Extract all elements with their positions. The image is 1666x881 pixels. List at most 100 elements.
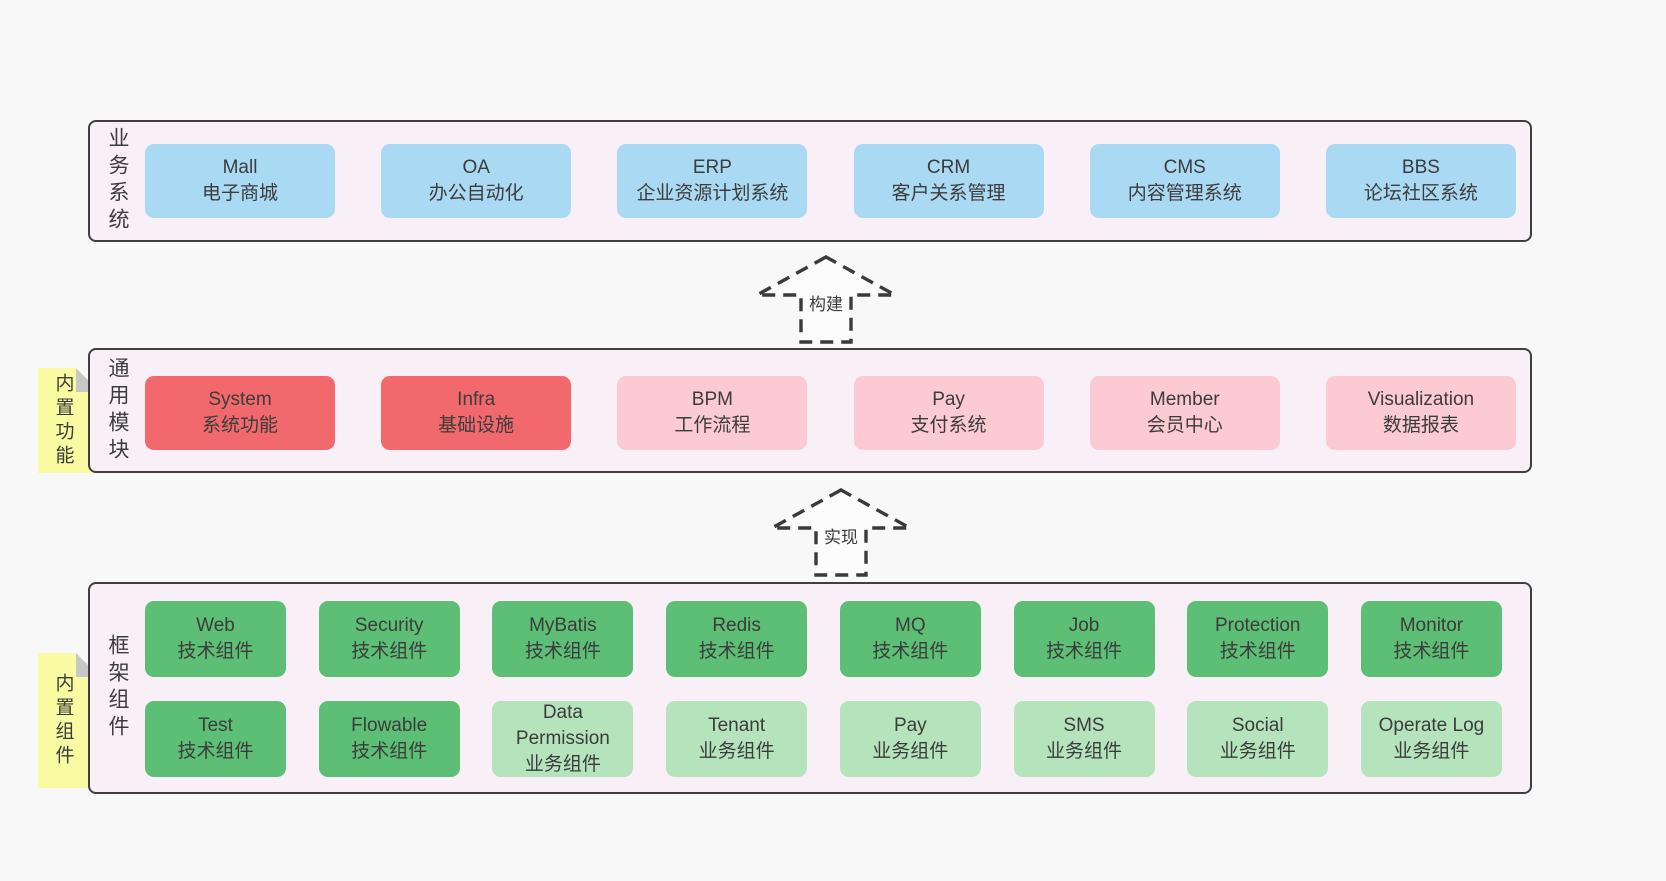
box-subtitle: 企业资源计划系统 <box>636 183 789 204</box>
panel-side-label: 通用模块 <box>106 356 129 465</box>
box-title: Pay <box>932 388 965 410</box>
box-subtitle: 技术组件 <box>177 741 254 762</box>
panel-side-label: 框架组件 <box>106 634 129 742</box>
business-box-row: Mall 电子商城 OA 办公自动化 ERP 企业资源计划系统 CRM 客户关系… <box>145 144 1516 218</box>
box-title: Pay <box>893 714 927 736</box>
box-subtitle: 技术组件 <box>351 641 428 662</box>
box-subtitle: 内容管理系统 <box>1127 183 1242 204</box>
box-erp: ERP 企业资源计划系统 <box>617 144 808 218</box>
box-title: Infra <box>457 388 496 410</box>
box-bpm: BPM 工作流程 <box>617 376 808 450</box>
box-subtitle: 业务组件 <box>1393 741 1470 762</box>
components-row-2: Test 技术组件 Flowable 技术组件 Data Permission … <box>145 701 1502 777</box>
box-mybatis: MyBatis 技术组件 <box>492 601 634 677</box>
box-subtitle: 技术组件 <box>1046 641 1123 662</box>
box-system: System 系统功能 <box>145 376 335 450</box>
box-operate-log: Operate Log 业务组件 <box>1360 701 1502 777</box>
box-subtitle: 技术组件 <box>1393 641 1470 662</box>
box-flowable: Flowable 技术组件 <box>318 701 460 777</box>
box-title: SMS <box>1063 714 1105 736</box>
box-title: BBS <box>1401 156 1440 178</box>
box-pay-component: Pay 业务组件 <box>839 701 981 777</box>
box-title: MQ <box>895 614 926 636</box>
box-title: Protection <box>1214 614 1301 636</box>
box-subtitle: 办公自动化 <box>428 183 524 204</box>
box-subtitle: 业务组件 <box>524 754 601 776</box>
box-title: MyBatis <box>529 614 597 636</box>
box-infra: Infra 基础设施 <box>381 376 572 450</box>
box-title: Member <box>1149 388 1220 410</box>
box-subtitle: 支付系统 <box>910 415 987 436</box>
box-title: Visualization <box>1367 388 1475 410</box>
box-title: Operate Log <box>1378 714 1485 736</box>
box-mall: Mall 电子商城 <box>145 144 335 218</box>
box-crm: CRM 客户关系管理 <box>853 144 1044 218</box>
common-modules-panel: 通用模块 System 系统功能 Infra 基础设施 BPM 工作流程 Pay… <box>88 348 1532 473</box>
box-subtitle: 业务组件 <box>1046 741 1123 762</box>
box-title: BPM <box>691 388 733 410</box>
box-title: Flowable <box>351 714 428 736</box>
box-cms: CMS 内容管理系统 <box>1089 144 1280 218</box>
business-systems-panel: 业务系统 Mall 电子商城 OA 办公自动化 ERP 企业资源计划系统 CRM… <box>88 120 1532 242</box>
box-title: Security <box>354 614 424 636</box>
framework-components-panel: 框架组件 Web 技术组件 Security 技术组件 MyBatis 技术组件… <box>88 582 1532 794</box>
box-title: Monitor <box>1399 614 1464 636</box>
box-subtitle: 业务组件 <box>698 741 775 762</box>
box-title: Social <box>1231 714 1284 736</box>
arrow-label: 构建 <box>805 290 847 315</box>
box-sms: SMS 业务组件 <box>1013 701 1155 777</box>
box-subtitle: 会员中心 <box>1146 415 1223 436</box>
components-grid: Web 技术组件 Security 技术组件 MyBatis 技术组件 Redi… <box>145 601 1502 777</box>
box-subtitle: 技术组件 <box>524 641 601 662</box>
box-subtitle: 业务组件 <box>1219 741 1296 762</box>
panel-side-label: 业务系统 <box>106 127 129 235</box>
box-test: Test 技术组件 <box>145 701 286 777</box>
box-security: Security 技术组件 <box>318 601 460 677</box>
box-monitor: Monitor 技术组件 <box>1360 601 1502 677</box>
box-pay: Pay 支付系统 <box>853 376 1044 450</box>
box-title: ERP <box>692 156 732 178</box>
box-title: OA <box>462 156 490 178</box>
modules-box-row: System 系统功能 Infra 基础设施 BPM 工作流程 Pay 支付系统… <box>145 376 1516 450</box>
box-redis: Redis 技术组件 <box>666 601 808 677</box>
tab-label: 内置功能 <box>52 372 74 469</box>
box-subtitle: 技术组件 <box>872 641 949 662</box>
box-title: Job <box>1068 614 1100 636</box>
box-subtitle: 技术组件 <box>1219 641 1296 662</box>
box-title: CRM <box>926 156 971 178</box>
build-arrow-icon: 构建 <box>753 254 899 346</box>
box-title: Data Permission <box>515 701 610 749</box>
box-subtitle: 系统功能 <box>201 415 278 436</box>
box-tenant: Tenant 业务组件 <box>666 701 808 777</box>
box-subtitle: 技术组件 <box>177 641 254 662</box>
box-web: Web 技术组件 <box>145 601 286 677</box>
box-oa: OA 办公自动化 <box>381 144 572 218</box>
box-subtitle: 客户关系管理 <box>891 183 1006 204</box>
box-subtitle: 论坛社区系统 <box>1363 183 1478 204</box>
box-title: System <box>208 388 272 410</box>
box-title: Web <box>196 614 235 636</box>
box-protection: Protection 技术组件 <box>1187 601 1329 677</box>
box-subtitle: 技术组件 <box>698 641 775 662</box>
box-subtitle: 电子商城 <box>201 183 278 204</box>
box-social: Social 业务组件 <box>1187 701 1329 777</box>
box-title: Redis <box>712 614 761 636</box>
box-title: Test <box>198 714 233 736</box>
box-visualization: Visualization 数据报表 <box>1325 376 1516 450</box>
box-title: Mall <box>222 156 258 178</box>
box-title: Tenant <box>708 714 766 736</box>
components-row-1: Web 技术组件 Security 技术组件 MyBatis 技术组件 Redi… <box>145 601 1502 677</box>
box-subtitle: 技术组件 <box>351 741 428 762</box>
box-subtitle: 业务组件 <box>872 741 949 762</box>
box-title: CMS <box>1163 156 1206 178</box>
tab-label: 内置组件 <box>52 672 74 769</box>
box-data-permission: Data Permission 业务组件 <box>492 701 634 777</box>
box-member: Member 会员中心 <box>1089 376 1280 450</box>
implement-arrow-icon: 实现 <box>768 487 914 579</box>
box-job: Job 技术组件 <box>1013 601 1155 677</box>
box-subtitle: 数据报表 <box>1382 415 1459 436</box>
arrow-label: 实现 <box>820 523 862 548</box>
box-bbs: BBS 论坛社区系统 <box>1325 144 1516 218</box>
box-subtitle: 基础设施 <box>438 415 515 436</box>
